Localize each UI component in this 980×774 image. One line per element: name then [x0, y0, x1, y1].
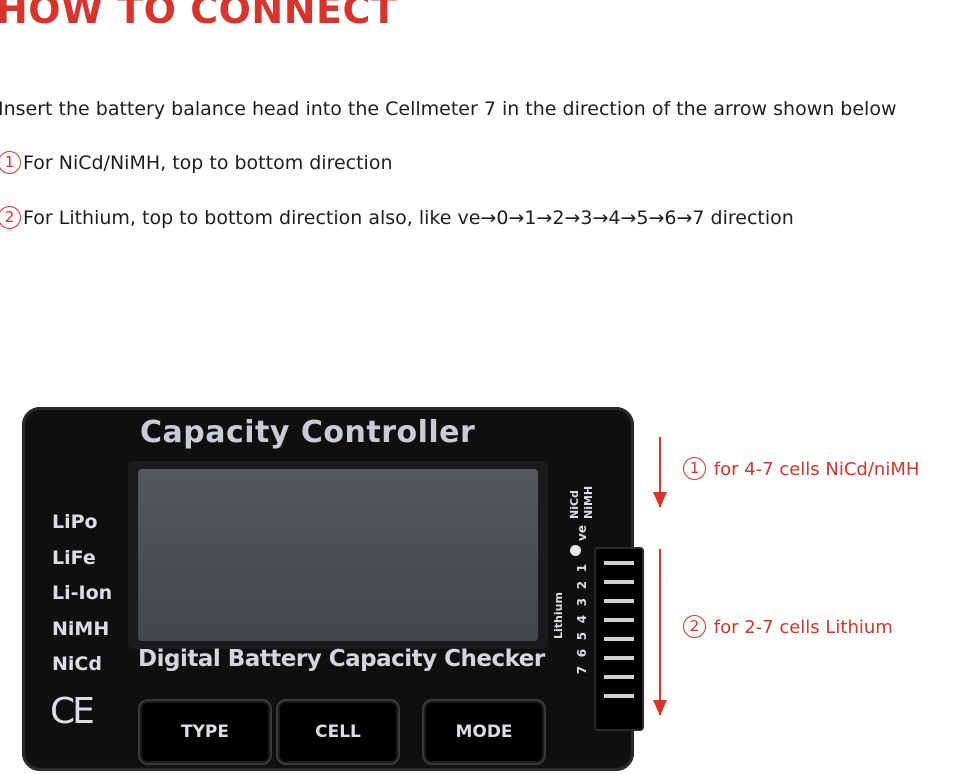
connector-pin: [604, 656, 634, 660]
note-2-text: for 2-7 cells Lithium: [713, 617, 893, 638]
connector-pin: [604, 637, 634, 641]
battery-type: NiCd: [52, 653, 102, 675]
connector-pin: [604, 694, 634, 698]
note-lithium: 2 for 2-7 cells Lithium: [683, 615, 893, 638]
type-button[interactable]: TYPE: [138, 699, 272, 765]
ground-dot-icon: [570, 545, 581, 556]
pin-label: 4: [575, 614, 589, 624]
lcd-screen: [138, 469, 538, 641]
balance-connector: [594, 547, 644, 731]
device-title: Capacity Controller: [140, 415, 476, 450]
ce-mark: CE: [50, 691, 95, 732]
pin-label: 6: [575, 648, 589, 658]
connector-pin: [604, 599, 634, 603]
pin-label: ve: [575, 525, 589, 541]
note-2-number: 2: [683, 615, 706, 638]
pin-label: 3: [575, 597, 589, 607]
mode-button[interactable]: MODE: [422, 699, 546, 765]
battery-type: Li-Ion: [52, 582, 113, 604]
page-heading: HOW TO CONNECT: [0, 0, 398, 32]
pin-label: 2: [575, 580, 589, 590]
battery-type: LiPo: [52, 511, 98, 533]
step-1-text: For NiCd/NiMH, top to bottom direction: [23, 152, 393, 174]
connector-pin: [604, 618, 634, 622]
pin-label: 5: [575, 631, 589, 641]
cellmeter-device: Capacity Controller LiPo LiFe Li-Ion NiM…: [22, 407, 644, 771]
nicd-label: NiCd: [568, 490, 581, 519]
nimh-label: NiMH: [582, 485, 595, 519]
lithium-label: Lithium: [552, 592, 565, 639]
step-2-text: For Lithium, top to bottom direction als…: [23, 207, 794, 229]
device-subtitle: Digital Battery Capacity Checker: [138, 646, 545, 672]
intro-text: Insert the battery balance head into the…: [0, 98, 897, 120]
pin-label: 1: [575, 563, 589, 573]
battery-type: LiFe: [52, 546, 96, 569]
step-1-number: 1: [0, 150, 21, 174]
connector-pin: [604, 675, 634, 679]
battery-type-list: LiPo LiFe Li-Ion NiMH NiCd: [52, 505, 112, 683]
step-2-number: 2: [0, 205, 21, 229]
note-nicd: 1 for 4-7 cells NiCd/niMH: [683, 457, 920, 480]
pin-label: 7: [575, 665, 589, 675]
connector-pin: [604, 561, 634, 565]
battery-type: NiMH: [52, 617, 110, 640]
arrow-down-icon: [653, 549, 667, 716]
note-1-text: for 4-7 cells NiCd/niMH: [713, 459, 920, 480]
connector-pin: [604, 580, 634, 584]
pin-labels: ve 1 2 3 4 5 6 7: [575, 525, 589, 697]
cell-button[interactable]: CELL: [276, 699, 400, 765]
note-1-number: 1: [683, 457, 706, 480]
arrow-down-icon: [653, 437, 667, 508]
